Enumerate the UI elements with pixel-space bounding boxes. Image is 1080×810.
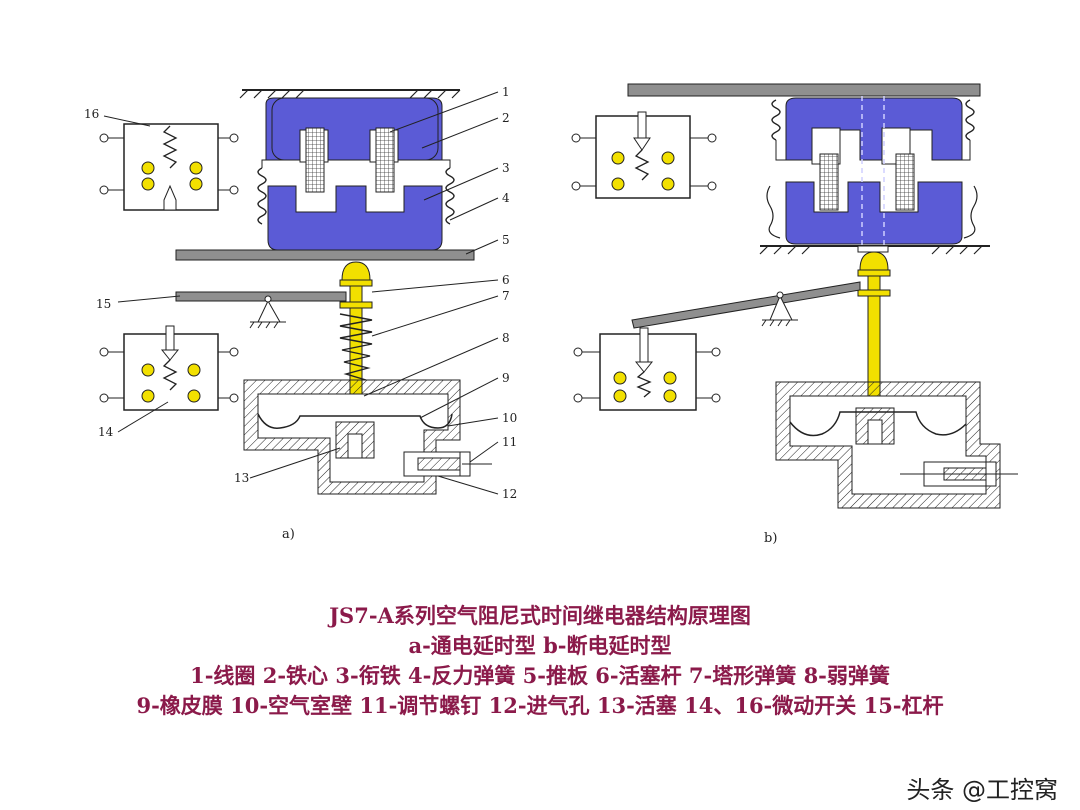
callout-9: 9 — [502, 371, 510, 385]
reaction-spring-a-right — [445, 167, 455, 225]
callout-15: 15 — [96, 297, 111, 311]
coil-b-right — [895, 153, 915, 211]
ground-hatch-a — [239, 89, 461, 99]
micro-switch-top-b — [571, 111, 717, 199]
micro-switch-bottom-b — [573, 327, 721, 411]
lever-b — [631, 281, 861, 329]
armature-a — [267, 185, 443, 251]
callout-11: 11 — [502, 435, 517, 449]
coil-b-left — [819, 153, 839, 211]
callout-1: 1 — [502, 85, 510, 99]
coil-a-left — [305, 127, 325, 193]
callout-10: 10 — [502, 411, 517, 425]
lever-pivot-a — [257, 299, 281, 323]
top-plate-b — [627, 83, 981, 97]
sublabel-b: b) — [764, 531, 777, 546]
caption-types: a-通电延时型 b-断电延时型 — [408, 633, 672, 658]
relay-structure-diagram: 1 2 3 4 5 6 7 8 9 10 11 12 13 14 15 16 a… — [84, 83, 1018, 546]
callout-3: 3 — [502, 161, 510, 175]
callout-16: 16 — [84, 107, 99, 121]
reaction-spring-a-left — [257, 167, 267, 225]
callout-4: 4 — [502, 191, 510, 205]
coil-a-right — [375, 127, 395, 193]
rubber-diaphragm-a — [257, 413, 453, 429]
tower-spring-a — [339, 313, 373, 381]
reaction-spring-b-right — [965, 99, 975, 141]
callout-2: 2 — [502, 111, 510, 125]
sublabel-a: a) — [282, 527, 295, 542]
caption-legend-2: 9-橡皮膜 10-空气室壁 11-调节螺钉 12-进气孔 13-活塞 14、16… — [136, 693, 944, 718]
diagram-b: b) — [571, 83, 1018, 546]
callout-6: 6 — [502, 273, 510, 287]
lower-core-b — [785, 181, 963, 245]
callout-8: 8 — [502, 331, 510, 345]
diagram-a: 1 2 3 4 5 6 7 8 9 10 11 12 13 14 15 16 a… — [84, 85, 517, 542]
callout-7: 7 — [502, 289, 510, 303]
micro-switch-14-a — [99, 325, 239, 411]
piston-rod-head-b — [859, 251, 889, 271]
caption-title: JS7-A系列空气阻尼式时间继电器结构原理图 — [329, 603, 751, 628]
callout-12: 12 — [502, 487, 517, 501]
watermark: 头条 @工控窝 — [906, 776, 1058, 804]
callout-5: 5 — [502, 233, 510, 247]
piston-rod-head-a — [341, 261, 371, 281]
callout-14: 14 — [98, 425, 114, 439]
callout-13: 13 — [234, 471, 249, 485]
caption-legend-1: 1-线圈 2-铁心 3-衔铁 4-反力弹簧 5-推板 6-活塞杆 7-塔形弹簧 … — [190, 663, 890, 688]
leader-lines-a — [103, 91, 499, 495]
micro-switch-16-a — [99, 123, 239, 211]
reaction-spring-b-left — [771, 99, 781, 141]
push-plate-a — [175, 249, 475, 261]
lever-a — [175, 291, 347, 302]
